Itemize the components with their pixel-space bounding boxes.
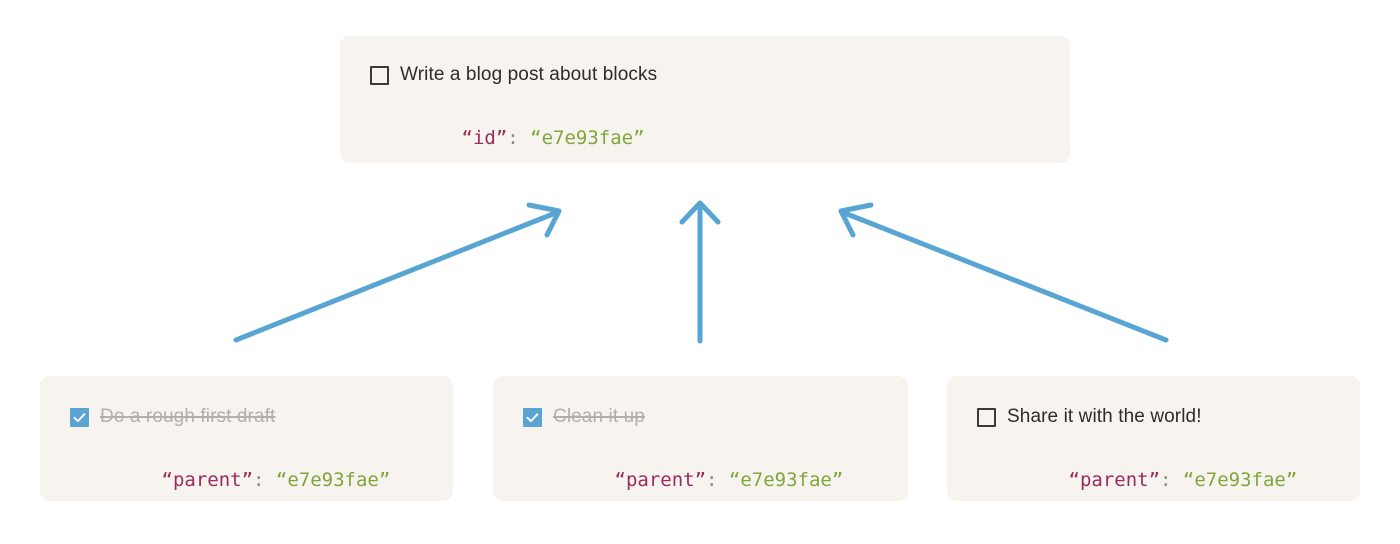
child-block-card[interactable]: Clean it up “parent”: “e7e93fae”: [493, 376, 908, 501]
child-block-card[interactable]: Share it with the world! “parent”: “e7e9…: [947, 376, 1360, 501]
json-key: “id”: [461, 127, 508, 149]
child-task-label: Share it with the world!: [1007, 406, 1202, 427]
root-task-label: Write a blog post about blocks: [400, 64, 658, 85]
checkbox-checked-icon[interactable]: [523, 407, 542, 427]
child-block-card[interactable]: Do a rough first draft “parent”: “e7e93f…: [40, 376, 453, 501]
json-value: “e7e93fae”: [1182, 469, 1298, 491]
root-json-row: “id”: “e7e93fae”: [370, 102, 1052, 174]
arrow-child-2-to-root: [838, 202, 1169, 343]
child-card-content: Clean it up “parent”: “e7e93fae”: [523, 404, 890, 516]
json-colon: :: [706, 469, 729, 491]
json-value: “e7e93fae”: [530, 127, 645, 149]
json-colon: :: [253, 469, 276, 491]
child-task-label: Clean it up: [553, 406, 645, 427]
checkbox-unchecked-icon[interactable]: [977, 407, 996, 427]
json-key: “parent”: [1068, 469, 1161, 491]
child-card-content: Share it with the world! “parent”: “e7e9…: [977, 404, 1342, 516]
json-colon: :: [1160, 469, 1183, 491]
child-task-row: Clean it up: [523, 404, 890, 430]
root-block-card[interactable]: Write a blog post about blocks “id”: “e7…: [340, 36, 1070, 163]
json-key: “parent”: [161, 469, 254, 491]
json-colon: :: [507, 127, 531, 149]
child-task-row: Do a rough first draft: [70, 404, 435, 430]
child-json-row: “parent”: “e7e93fae”: [523, 444, 890, 516]
checkbox-unchecked-icon[interactable]: [370, 65, 389, 85]
child-json-row: “parent”: “e7e93fae”: [977, 444, 1342, 516]
root-card-content: Write a blog post about blocks “id”: “e7…: [370, 62, 1052, 174]
arrow-child-0-to-root: [233, 202, 562, 343]
child-json-row: “parent”: “e7e93fae”: [70, 444, 435, 516]
checkbox-checked-icon[interactable]: [70, 407, 89, 427]
json-value: “e7e93fae”: [275, 469, 391, 491]
arrow-child-1-to-root: [679, 200, 721, 344]
child-task-label: Do a rough first draft: [100, 406, 276, 427]
child-task-row: Share it with the world!: [977, 404, 1342, 430]
child-card-content: Do a rough first draft “parent”: “e7e93f…: [70, 404, 435, 516]
root-task-row: Write a blog post about blocks: [370, 62, 1052, 88]
json-key: “parent”: [614, 469, 707, 491]
json-value: “e7e93fae”: [728, 469, 844, 491]
